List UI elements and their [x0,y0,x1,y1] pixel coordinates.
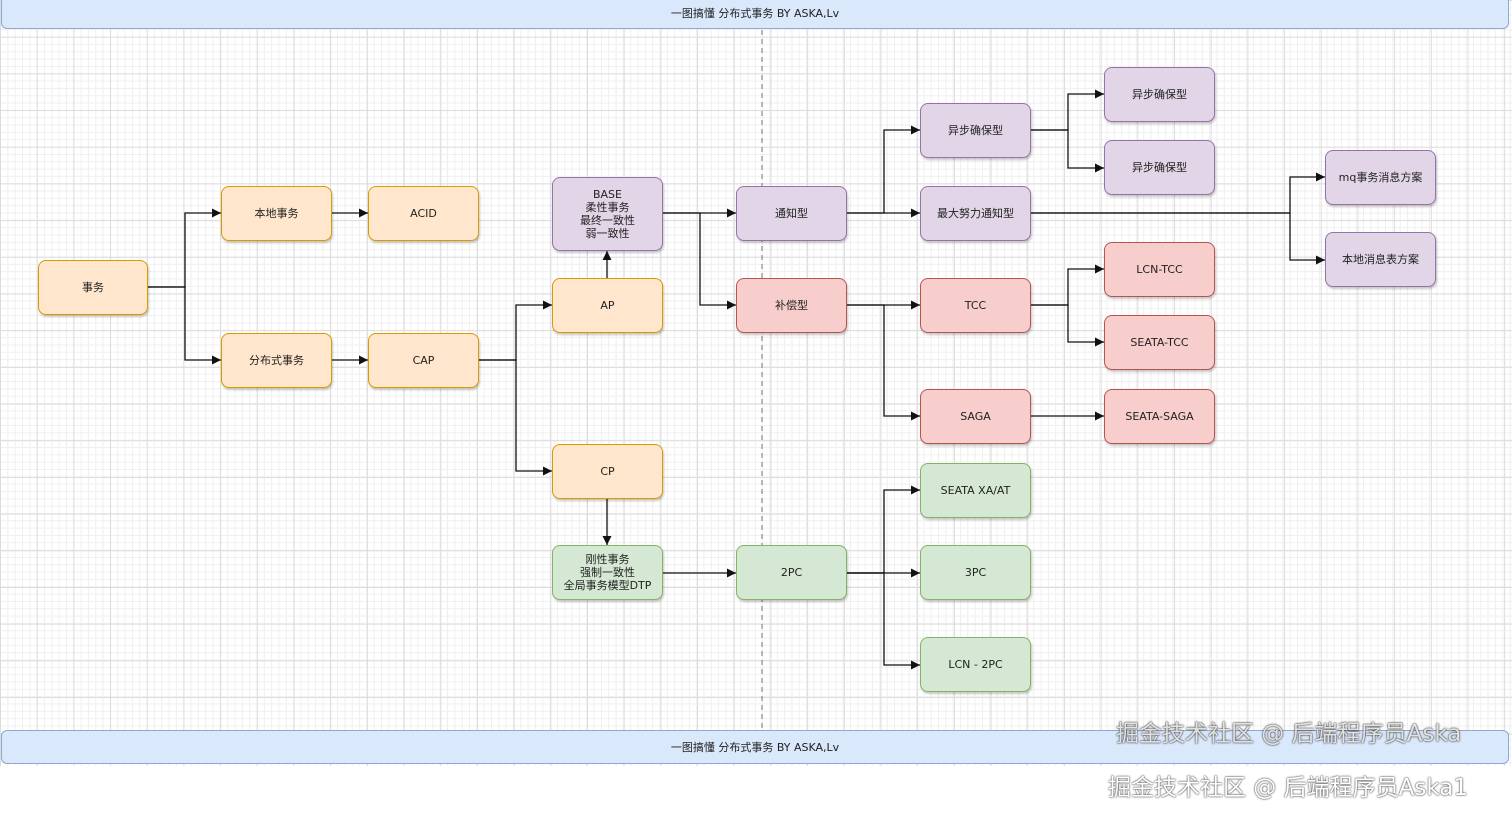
node-async-ensure-child-2[interactable]: 异步确保型 [1104,140,1215,195]
edge-compensate-saga [847,304,920,421]
diagram-canvas [0,0,1512,766]
node-notify-type[interactable]: 通知型 [736,186,847,241]
edge-2pc-lcn [847,572,920,670]
edge-cap-cp [479,359,552,476]
node-cp[interactable]: CP [552,444,663,499]
node-saga[interactable]: SAGA [920,389,1031,444]
bottom-title: 一图搞懂 分布式事务 BY ASKA,Lv [670,741,840,754]
node-transaction[interactable]: 事务 [38,260,148,315]
node-3pc[interactable]: 3PC [920,545,1031,600]
edge-base-compensate [663,212,736,310]
node-rigid-transaction[interactable]: 刚性事务 强制一致性 全局事务模型DTP [552,545,663,600]
connector-layer [148,30,1325,728]
node-async-ensure[interactable]: 异步确保型 [920,103,1031,158]
bottom-title-banner: 一图搞懂 分布式事务 BY ASKA,Lv [1,730,1509,764]
edge-tcc-seata [1031,304,1104,347]
edge-best-localmsg [1031,212,1325,265]
node-seata-saga[interactable]: SEATA-SAGA [1104,389,1215,444]
node-mq-message[interactable]: mq事务消息方案 [1325,150,1436,205]
edge-transaction-distributed [148,286,221,365]
node-acid[interactable]: ACID [368,186,479,241]
node-2pc[interactable]: 2PC [736,545,847,600]
top-title: 一图搞懂 分布式事务 BY ASKA,Lv [670,6,840,20]
node-seata-tcc[interactable]: SEATA-TCC [1104,315,1215,370]
node-cap[interactable]: CAP [368,333,479,388]
edge-async-child2 [1031,129,1104,173]
edge-tcc-lcn [1031,264,1104,306]
edge-notify-async [847,125,920,214]
node-tcc[interactable]: TCC [920,278,1031,333]
node-local-transaction[interactable]: 本地事务 [221,186,332,241]
node-best-effort[interactable]: 最大努力通知型 [920,186,1031,241]
node-distributed-transaction[interactable]: 分布式事务 [221,333,332,388]
edge-async-child1 [1031,89,1104,131]
edge-2pc-seata [847,485,920,574]
node-local-message-table[interactable]: 本地消息表方案 [1325,232,1436,287]
watermark-outer: 掘金技术社区 @ 后端程序员Aska1 [1108,775,1468,801]
node-async-ensure-child-1[interactable]: 异步确保型 [1104,67,1215,122]
node-ap[interactable]: AP [552,278,663,333]
top-title-banner: 一图搞懂 分布式事务 BY ASKA,Lv [1,0,1509,29]
node-lcn-2pc[interactable]: LCN - 2PC [920,637,1031,692]
edge-transaction-local [148,208,221,288]
watermark-inner: 掘金技术社区 @ 后端程序员Aska [1116,721,1462,747]
edge-cap-ap [479,300,552,361]
node-lcn-tcc[interactable]: LCN-TCC [1104,242,1215,297]
node-base[interactable]: BASE 柔性事务 最终一致性 弱一致性 [552,177,663,251]
node-compensate-type[interactable]: 补偿型 [736,278,847,333]
node-seata-xa-at[interactable]: SEATA XA/AT [920,463,1031,518]
